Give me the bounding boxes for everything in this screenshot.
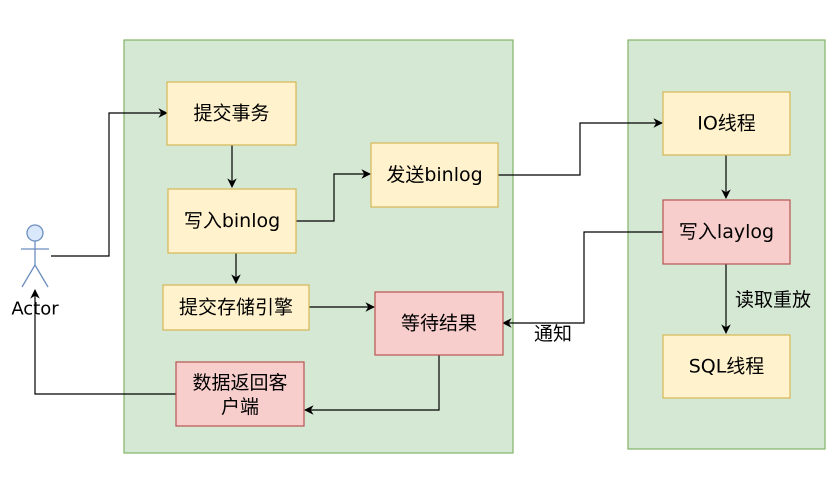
node-return-client-label-line1: 数据返回客 (192, 372, 287, 394)
edge-label-notify: 通知 (534, 323, 572, 345)
node-wait-result[interactable]: 等待结果 (374, 291, 504, 356)
node-wait-result-label: 等待结果 (401, 313, 477, 335)
node-write-relaylog[interactable]: 写入laylog (662, 199, 791, 265)
node-commit-tx-label: 提交事务 (193, 103, 269, 125)
edge-write-binlog-to-send-binlog (296, 169, 371, 222)
node-return-client[interactable]: 数据返回客 户端 (175, 361, 305, 427)
edge-label-read-replay-bg (733, 287, 819, 313)
node-commit-engine-label: 提交存储引擎 (179, 297, 293, 319)
node-send-binlog-label: 发送binlog (386, 164, 482, 186)
edge-label-read-replay: 读取重放 (735, 289, 811, 311)
node-commit-tx[interactable]: 提交事务 (166, 81, 297, 146)
node-return-client-label-line2: 户端 (221, 396, 259, 418)
edge-return-client-to-actor (30, 289, 176, 395)
edge-write-relaylog-to-wait-result (502, 231, 663, 328)
actor-label: Actor (11, 299, 59, 320)
node-write-binlog-label: 写入binlog (184, 210, 280, 232)
edge-wait-result-to-return-client (304, 355, 440, 415)
node-write-binlog[interactable]: 写入binlog (167, 188, 297, 254)
node-sql-thread[interactable]: SQL线程 (662, 334, 791, 399)
node-sql-thread-label: SQL线程 (689, 356, 765, 378)
actor[interactable]: Actor (11, 224, 59, 320)
node-send-binlog[interactable]: 发送binlog (370, 142, 499, 208)
node-write-relaylog-label: 写入laylog (679, 221, 774, 243)
node-io-thread-label: IO线程 (697, 113, 756, 135)
actor-icon (21, 224, 49, 288)
edge-send-binlog-to-io-thread (498, 118, 663, 176)
edge-actor-to-commit-tx (51, 108, 168, 257)
node-io-thread[interactable]: IO线程 (662, 91, 791, 156)
node-commit-engine[interactable]: 提交存储引擎 (162, 284, 310, 331)
